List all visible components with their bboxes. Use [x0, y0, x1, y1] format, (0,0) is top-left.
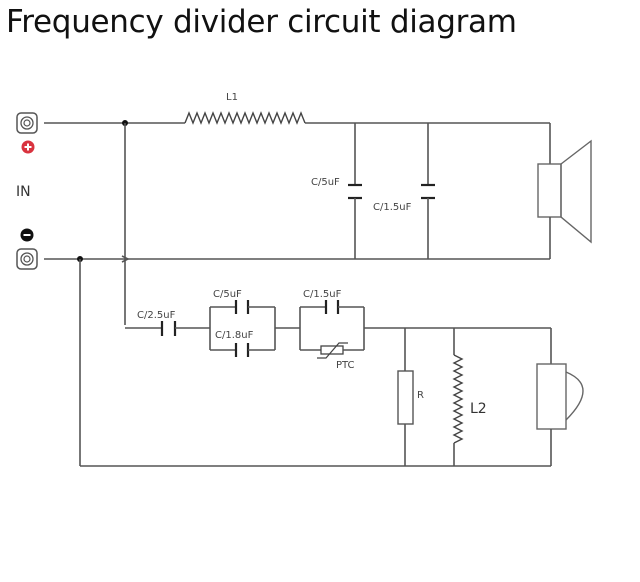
c1-5uf-tweeter-label: C/1.5uF — [303, 289, 342, 300]
input-label: IN — [16, 184, 31, 200]
parallel-capacitors-c5uf-c1-8uf — [209, 300, 276, 357]
c5uf-tweeter-label: C/5uF — [213, 289, 242, 300]
minus-circle-icon — [20, 228, 34, 242]
capacitor-c5uf-woofer — [348, 123, 362, 259]
parallel-capacitor-ptc — [299, 300, 365, 359]
resistor-r — [397, 328, 414, 466]
inductor-l1 — [184, 111, 306, 125]
c1-8uf-label: C/1.8uF — [215, 330, 254, 341]
c2-5uf-label: C/2.5uF — [137, 310, 176, 321]
resistor-label: R — [417, 390, 424, 401]
capacitor-c1-5uf-woofer — [421, 123, 435, 259]
plus-circle-icon — [21, 140, 35, 154]
top-rail-wire — [44, 122, 551, 164]
capacitor-c2-5uf — [160, 321, 177, 336]
woofer-speaker-icon — [537, 139, 592, 244]
wire-crossover — [121, 255, 130, 263]
ptc-label: PTC — [336, 360, 355, 371]
l2-label: L2 — [470, 401, 487, 417]
c5uf-woofer-label: C/5uF — [311, 177, 340, 188]
terminal-positive-icon — [16, 112, 38, 134]
terminal-negative-icon — [16, 248, 38, 270]
l1-label: L1 — [226, 92, 238, 103]
diagram-title: Frequency divider circuit diagram — [6, 4, 517, 40]
inductor-l2 — [452, 328, 464, 466]
tweeter-speaker-icon — [536, 363, 584, 430]
c1-5uf-woofer-label: C/1.5uF — [373, 202, 412, 213]
